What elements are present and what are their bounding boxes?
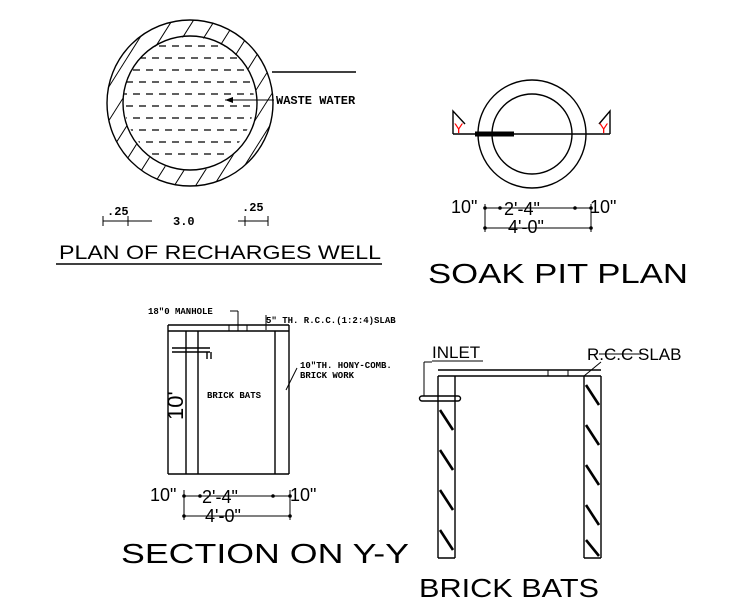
elev-brick-bats-label: BRICK BATS — [419, 573, 599, 603]
brickwork-leader — [285, 367, 298, 391]
soak-dim-left: 10" — [451, 197, 477, 217]
elevation-view: INLET R.C.C SLAB BRICK BATS — [418, 343, 681, 603]
section-mark-right: Y — [599, 120, 609, 136]
section-title: SECTION ON Y-Y — [121, 538, 409, 569]
section-yy: 18"0 MANHOLE 5" TH. R.C.C.(1:2:4)SLAB BR… — [121, 307, 409, 569]
section-dim-total: 4'-0" — [205, 506, 241, 526]
section-mark-left: Y — [454, 120, 464, 136]
leader-arrow — [225, 97, 233, 103]
recharge-well-title: PLAN OF RECHARGES WELL — [59, 243, 381, 264]
section-dim-right: 10" — [290, 485, 316, 505]
inlet-label: INLET — [432, 343, 480, 362]
soak-pit-plan: Y Y 10" 2'-4" 10" 4'-0" SOAK PIT PLAN — [428, 79, 688, 289]
brickwork-label-2: BRICK WORK — [300, 371, 355, 381]
dim-mid: 3.0 — [173, 215, 195, 229]
water-dashes — [124, 45, 254, 155]
soak-dim-total: 4'-0" — [508, 217, 544, 237]
inner-ring — [122, 35, 258, 171]
rcc-slab-leader — [583, 361, 602, 377]
slab-label: 5" TH. R.C.C.(1:2:4)SLAB — [266, 316, 396, 326]
dim-left: .25 — [107, 205, 129, 219]
height-label: 10' — [163, 391, 188, 420]
dim-right: .25 — [242, 201, 264, 215]
soak-dim-mid: 2'-4" — [504, 199, 540, 219]
manhole-label: 18"0 MANHOLE — [148, 307, 213, 317]
section-brick-bats-label: BRICK BATS — [207, 391, 262, 401]
recharge-well-plan: WASTE WATER .25 3.0 .25 PLAN OF RECHARGE… — [56, 19, 382, 265]
section-arrow-left — [452, 109, 466, 134]
elev-wall-hatch — [438, 384, 601, 557]
waste-water-label: WASTE WATER — [276, 94, 356, 108]
brickwork-label-1: 10"TH. HONY-COMB. — [300, 361, 392, 371]
section-dim-mid: 2'-4" — [202, 487, 238, 507]
section-dim-left: 10" — [150, 485, 176, 505]
soak-pit-title: SOAK PIT PLAN — [428, 258, 688, 289]
outer-ring — [106, 19, 274, 187]
section-arrow-right — [598, 109, 611, 134]
soak-dim-right: 10" — [590, 197, 616, 217]
